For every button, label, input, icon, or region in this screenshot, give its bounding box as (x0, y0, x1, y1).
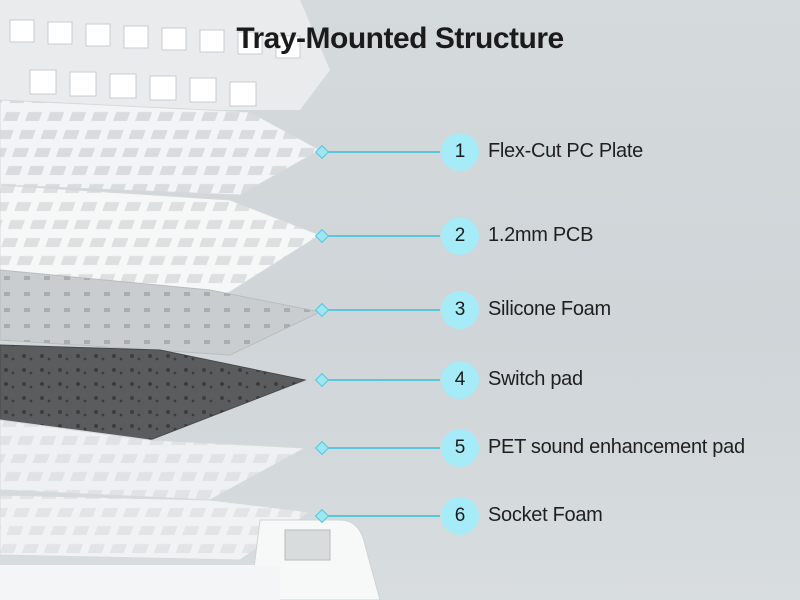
layer-label: Flex-Cut PC Plate (488, 140, 643, 162)
callout-switch-pad: 4 Switch pad (0, 360, 800, 400)
diamond-marker-icon (314, 440, 330, 456)
diamond-marker-icon (314, 508, 330, 524)
leader-line (322, 447, 440, 449)
number-badge: 3 (441, 291, 479, 329)
callout-pet-pad: 5 PET sound enhancement pad (0, 428, 800, 468)
layer-socket-foam (0, 494, 381, 600)
switches-row (0, 0, 330, 110)
layer-label: Switch pad (488, 368, 583, 390)
leader-line (322, 379, 440, 381)
number-badge: 5 (441, 429, 479, 467)
leader-line (322, 151, 440, 153)
layer-label: PET sound enhancement pad (488, 436, 745, 458)
diamond-marker-icon (314, 228, 330, 244)
leader-line (322, 515, 440, 517)
layer-silicone-foam (0, 269, 322, 356)
callout-socket-foam: 6 Socket Foam (0, 496, 800, 536)
number-badge: 1 (441, 133, 479, 171)
layer-label: 1.2mm PCB (488, 224, 594, 246)
callout-flex-cut-pc-plate: 1 Flex-Cut PC Plate (0, 132, 800, 172)
layer-label: Silicone Foam (488, 298, 611, 320)
callout-silicone-foam: 3 Silicone Foam (0, 290, 800, 330)
layer-switch-pad (0, 344, 307, 441)
leader-line (322, 309, 440, 311)
layer-pc-plate (0, 99, 322, 196)
number-badge: 4 (441, 361, 479, 399)
diamond-marker-icon (314, 144, 330, 160)
diamond-marker-icon (314, 302, 330, 318)
callout-pcb: 2 1.2mm PCB (0, 216, 800, 256)
layer-label: Socket Foam (488, 504, 603, 526)
leader-line (322, 235, 440, 237)
page-title: Tray-Mounted Structure (236, 22, 564, 55)
number-badge: 2 (441, 217, 479, 255)
layer-pet-pad (0, 419, 307, 501)
number-badge: 6 (441, 497, 479, 535)
diamond-marker-icon (314, 372, 330, 388)
